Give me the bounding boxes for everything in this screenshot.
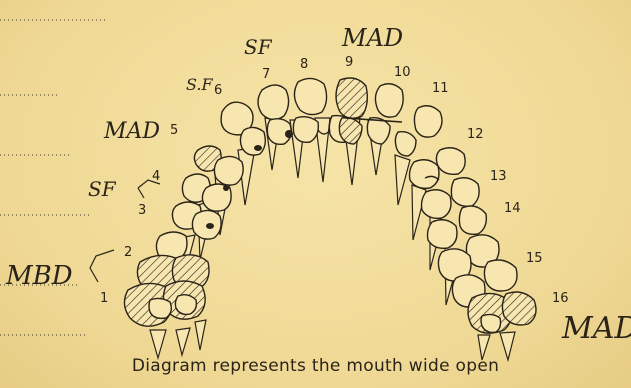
tooth-number-11: 11 [432,81,449,96]
tooth-number-9: 9 [345,55,353,70]
tooth-15 [484,260,517,291]
annotation-mad-top: MAD [341,24,403,52]
tooth-14 [459,206,486,234]
annotation-mad-right: MAD [561,311,631,346]
annotation-sf-6: S.F [186,75,213,94]
left-side-teeth [124,146,243,326]
tooth-number-6: 6 [214,83,222,98]
upper-crowns [221,78,442,156]
tooth-8 [294,78,326,114]
tooth-11 [414,106,442,137]
tooth-9 [336,78,367,118]
tooth-number-2: 2 [124,245,132,260]
annotation-sf-left: SF [88,177,117,201]
tooth-number-7: 7 [262,67,270,82]
tooth-number-3: 3 [138,203,146,218]
diagram-caption: Diagram represents the mouth wide open [0,356,631,376]
annotation-sf-top: SF [244,35,273,59]
tooth-number-12: 12 [467,127,484,142]
tooth-12 [436,148,465,175]
handwritten-annotations: MBD SF MAD S.F SF MAD MAD [5,24,631,346]
tooth-13 [451,178,479,207]
tooth-number-15: 15 [526,251,543,266]
tooth-number-4: 4 [152,169,160,184]
tooth-number-13: 13 [490,169,507,184]
tooth-number-8: 8 [300,57,308,72]
tooth-number-10: 10 [394,65,411,80]
tooth-number-14: 14 [504,201,521,216]
annotation-mad-left: MAD [103,119,160,144]
annotation-mbd: MBD [5,261,73,291]
tooth-10 [375,84,403,117]
tooth-number-16: 16 [552,291,569,306]
tooth-7 [258,85,289,120]
right-side-teeth [410,148,537,333]
tooth-number-1: 1 [100,291,108,306]
tooth-number-5: 5 [170,123,178,138]
